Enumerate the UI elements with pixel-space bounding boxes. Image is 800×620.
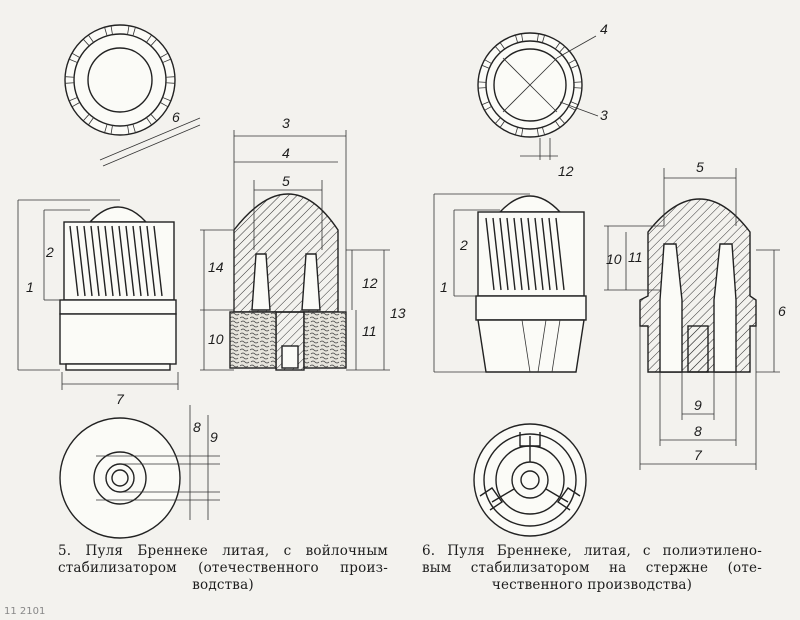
rib-line	[494, 46, 501, 53]
fig6-top-view: 4 3 12	[477, 21, 608, 179]
rib-line	[541, 34, 545, 43]
rib-line	[559, 117, 566, 124]
rib-line	[88, 117, 94, 126]
rib-line	[515, 127, 519, 136]
rib-line	[71, 52, 81, 58]
rib-line	[481, 101, 490, 106]
rib-line	[521, 128, 524, 137]
rib-line	[159, 102, 169, 108]
rib-line	[159, 52, 169, 58]
rib-line	[150, 113, 158, 122]
page-footer-mark: 11 2101	[4, 606, 46, 617]
fig5-side-view: 1 2 7	[17, 199, 179, 407]
rib-line	[515, 34, 519, 43]
fig5-label-3: 3	[282, 115, 290, 131]
fig5-label-14: 14	[208, 259, 224, 275]
fig6-label-8: 8	[694, 423, 702, 439]
fig6-label-12: 12	[558, 163, 574, 179]
fig5-label-5: 5	[282, 173, 290, 189]
rib-line	[568, 106, 576, 111]
caption-6-line-1: 6. Пуля Бреннеке, литая, с полиэтилено-	[422, 543, 762, 559]
fig6-label-2: 2	[459, 237, 468, 253]
rib-line	[536, 33, 539, 42]
fig6-label-7: 7	[694, 447, 703, 463]
fig5-label-7: 7	[116, 391, 125, 407]
fig6-section-view: 5 10 11 6 9 8 7	[604, 159, 786, 470]
fig5-top-view: 6	[64, 24, 201, 167]
rib-line	[541, 127, 545, 136]
rib-line	[132, 27, 136, 36]
rib-line	[568, 59, 576, 64]
rib-line	[162, 97, 172, 102]
caption-5-line-2: стабилизатором (отечественного произ-	[58, 560, 388, 576]
rib-line	[146, 34, 152, 43]
figure-6-caption: 6. Пуля Бреннеке, литая, с полиэтилено- …	[422, 543, 762, 594]
fig5-label-8: 8	[193, 419, 201, 435]
rib-line	[570, 101, 579, 106]
rib-line	[162, 58, 172, 63]
fig6-label-3: 3	[600, 107, 608, 123]
rib-line	[82, 113, 90, 122]
rib-line	[68, 97, 78, 102]
fig5-label-1: 1	[26, 279, 34, 295]
fig5-label-12: 12	[362, 275, 378, 291]
caption-5-line-3: водства)	[192, 577, 254, 593]
rib-line	[499, 120, 506, 128]
fig6-label-1: 1	[440, 279, 448, 295]
rib-line	[554, 42, 561, 50]
rib-line	[554, 120, 561, 128]
fig5-label-6: 6	[172, 109, 180, 125]
rib-line	[559, 46, 566, 53]
rib-line	[127, 125, 130, 135]
rib-line	[499, 42, 506, 50]
fig6-side-view: 1 2	[433, 193, 587, 373]
fig6-label-4: 4	[600, 21, 608, 37]
caption-6-line-2: вым стабилизатором на стержне (оте-	[422, 560, 762, 576]
rib-line	[110, 25, 113, 35]
fig6-label-5: 5	[696, 159, 704, 175]
rib-line	[110, 125, 113, 135]
fig6-bottom-view	[473, 423, 587, 537]
rib-line	[82, 38, 90, 47]
rib-line	[65, 76, 75, 78]
rib-line	[165, 82, 175, 84]
rib-line	[570, 64, 579, 69]
rib-line	[484, 106, 492, 111]
caption-6-line-3: чественного производства)	[491, 577, 693, 593]
rib-line	[88, 34, 94, 43]
fig5-label-10: 10	[208, 331, 224, 347]
fig5-label-11: 11	[362, 323, 377, 339]
fig5-label-4: 4	[282, 145, 290, 161]
fig6-label-6: 6	[778, 303, 786, 319]
rib-line	[65, 82, 75, 84]
fig5-label-9: 9	[210, 429, 218, 445]
fig6-label-10: 10	[606, 251, 622, 267]
rib-line	[71, 102, 81, 108]
fig6-label-9: 9	[694, 397, 702, 413]
figure-5-caption: 5. Пуля Бреннеке литая, с войлочным стаб…	[58, 543, 388, 594]
fig5-label-2: 2	[45, 244, 54, 260]
rib-line	[536, 128, 539, 137]
rib-line	[165, 76, 175, 78]
rib-line	[521, 33, 524, 42]
fig5-label-13: 13	[390, 305, 406, 321]
rib-line	[146, 117, 152, 126]
rib-line	[104, 27, 108, 36]
rib-line	[494, 117, 501, 124]
fig5-section-view: 3 4 5 14 10 12 13 11	[200, 115, 406, 371]
fig5-bottom-view: 8 9	[59, 405, 220, 539]
rib-line	[150, 38, 158, 47]
rib-line	[484, 59, 492, 64]
fig6-label-11: 11	[628, 249, 643, 265]
caption-5-line-1: 5. Пуля Бреннеке литая, с войлочным	[58, 543, 388, 559]
rib-line	[104, 124, 108, 133]
rib-line	[68, 58, 78, 63]
rib-line	[481, 64, 490, 69]
rib-line	[127, 25, 130, 35]
rib-line	[132, 124, 136, 133]
